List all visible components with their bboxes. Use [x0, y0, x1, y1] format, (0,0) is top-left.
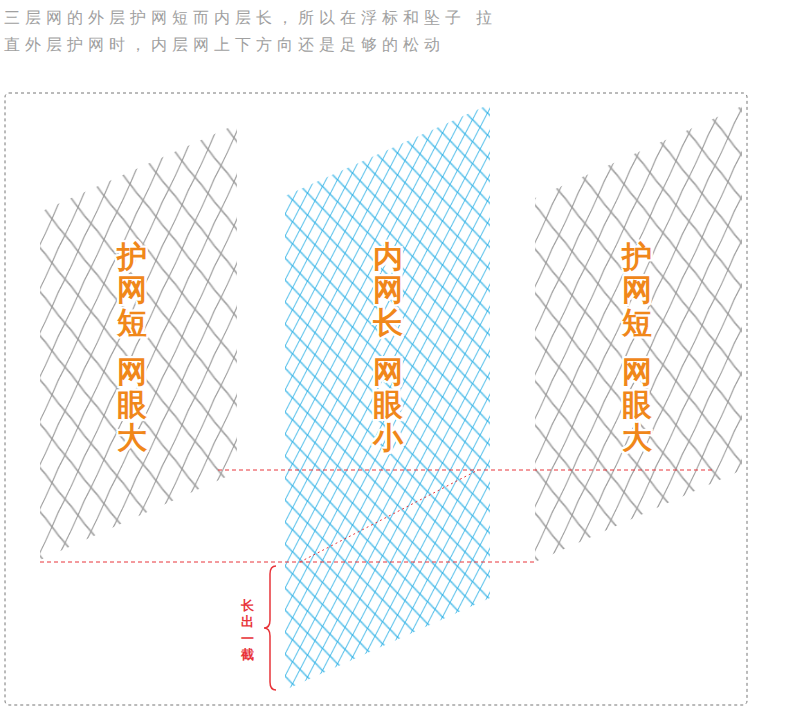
- net-label-group: 护网短网眼大: [622, 240, 652, 454]
- net-label: 护网短: [117, 240, 147, 339]
- guide-line: [40, 562, 535, 563]
- length-note: 长出一截: [241, 598, 254, 663]
- net-label: 网眼小: [373, 355, 403, 454]
- guide-line: [300, 470, 478, 562]
- net-label-group: 护网短网眼大: [117, 240, 147, 454]
- net-label: 护网短: [622, 240, 652, 339]
- net-label: 网眼大: [117, 355, 147, 454]
- net-label: 网眼大: [622, 355, 652, 454]
- guide-line: [218, 470, 712, 471]
- note-text: 三层网的外层护网短而内层长，所以在浮标和坠子 拉直外层护网时，内层网上下方向还是…: [4, 4, 499, 58]
- net-label-group: 内网长网眼小: [373, 240, 403, 454]
- bracket: [264, 566, 276, 690]
- net-label: 内网长: [373, 240, 403, 339]
